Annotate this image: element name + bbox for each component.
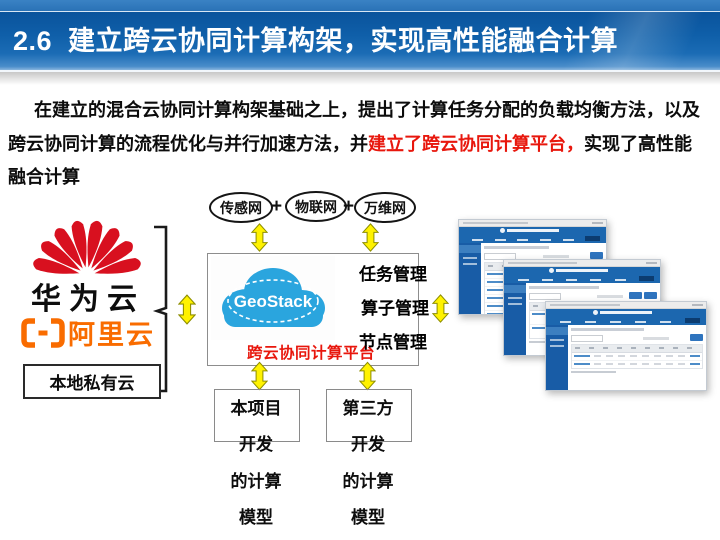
- header-top-strip: [0, 0, 720, 12]
- search-input: [571, 335, 603, 342]
- network-node-iot: 物联网: [285, 191, 347, 222]
- app-navbar: [459, 227, 606, 243]
- app-sidebar: [459, 243, 481, 314]
- model-line: 模型: [351, 508, 385, 528]
- alibaba-cloud-label: 阿里云: [68, 320, 155, 350]
- geostack-label: GeoStack: [234, 292, 313, 311]
- breadcrumb: [484, 246, 550, 249]
- filter-label: [597, 295, 623, 298]
- model-line: 开发: [239, 435, 273, 455]
- search-button: [690, 334, 703, 341]
- network-label: 传感网: [220, 199, 262, 216]
- paragraph-text: 在建立的混合云协同计算构架基础之上，提出了计算任务分配的负载均衡方法，以及跨云协…: [8, 100, 700, 154]
- double-arrow-icon: [251, 223, 268, 252]
- model-line: 第三方: [342, 399, 394, 418]
- network-node-web: 万维网: [354, 192, 416, 223]
- table-row: [572, 353, 702, 361]
- nav-menu: [518, 276, 654, 281]
- breadcrumb: [571, 328, 644, 331]
- alibaba-cloud-brand: 阿里云: [20, 313, 155, 352]
- window-controls-icon: [646, 262, 657, 264]
- platform-name-label: 跨云协同计算平台: [247, 345, 376, 362]
- search-toolbar: [571, 333, 703, 343]
- plus-sign: +: [271, 196, 283, 217]
- project-model-box: [214, 389, 300, 442]
- double-arrow-icon: [432, 294, 449, 323]
- search-input: [484, 253, 516, 260]
- model-line: 的计算: [230, 471, 282, 491]
- table-row: [572, 361, 702, 368]
- paragraph-highlight: 建立了跨云协同计算平台，: [368, 133, 584, 154]
- model-line: 本项目: [230, 399, 282, 418]
- local-private-cloud-box: 本地私有云: [23, 364, 161, 399]
- plus-sign: +: [343, 196, 355, 217]
- paragraph-text-end: 实现了高性能融合计算: [8, 133, 692, 188]
- network-label: 万维网: [364, 199, 406, 216]
- browser-chrome: [546, 302, 706, 309]
- reset-button: [629, 292, 642, 299]
- url-bar: [550, 304, 621, 306]
- app-body: [546, 325, 706, 390]
- page-title: 2.6 建立跨云协同计算构架，实现高性能融合计算: [13, 26, 619, 56]
- model-line: 的计算: [342, 471, 394, 491]
- double-arrow-icon: [251, 361, 268, 391]
- nav-menu: [472, 236, 601, 241]
- search-button: [644, 292, 657, 299]
- slide-header: 2.6 建立跨云协同计算构架，实现高性能融合计算: [0, 12, 720, 72]
- feature-task-management: 任务管理: [359, 265, 427, 284]
- url-bar: [463, 222, 528, 224]
- intro-paragraph: 在建立的混合云协同计算构架基础之上，提出了计算任务分配的负载均衡方法，以及跨云协…: [8, 94, 708, 195]
- thirdparty-model-text: 第三方 开发 的计算 模型: [326, 391, 410, 537]
- browser-chrome: [504, 260, 660, 267]
- group-bracket: [150, 225, 168, 393]
- double-arrow-icon: [359, 361, 376, 391]
- app-logo-icon: [499, 228, 559, 233]
- search-toolbar: [484, 251, 603, 261]
- huawei-logo-icon: [33, 220, 141, 274]
- breadcrumb: [529, 286, 600, 289]
- pagination: [571, 371, 616, 373]
- window-controls-icon: [692, 304, 703, 306]
- header-shadow: [0, 72, 720, 85]
- thirdparty-model-box: [326, 389, 412, 442]
- app-sidebar: [504, 283, 526, 355]
- data-table: [571, 344, 703, 369]
- search-input: [529, 293, 561, 300]
- double-arrow-icon: [362, 223, 379, 252]
- geostack-cloud-image: GeoStack: [211, 256, 335, 340]
- platform-box: GeoStack 跨云协同计算平台 任务管理 算子管理 节点管理: [207, 253, 429, 366]
- search-button: [590, 252, 603, 259]
- app-navbar: [546, 309, 706, 325]
- model-line: 开发: [351, 435, 385, 455]
- app-logo-icon: [593, 310, 652, 315]
- local-private-cloud-label: 本地私有云: [49, 374, 135, 393]
- cloud-icon: GeoStack: [222, 268, 325, 327]
- double-arrow-icon: [178, 294, 196, 325]
- project-model-text: 本项目 开发 的计算 模型: [214, 391, 298, 537]
- app-screenshot-window-3: [545, 301, 707, 391]
- network-node-sensor: 传感网: [209, 192, 273, 223]
- table-header: [572, 345, 702, 353]
- alibaba-logo-icon: [21, 317, 65, 348]
- model-line: 模型: [239, 508, 273, 528]
- filter-label: [643, 337, 669, 340]
- feature-node-management: 节点管理: [359, 333, 427, 352]
- app-logo-icon: [549, 268, 608, 273]
- filter-label: [543, 255, 569, 258]
- architecture-diagram: 传感网 + 物联网 + 万维网 华为云: [0, 185, 720, 540]
- app-sidebar: [546, 325, 568, 390]
- nav-menu: [560, 318, 700, 323]
- huawei-cloud-label: 华为云: [31, 283, 145, 316]
- url-bar: [508, 262, 577, 264]
- app-navbar: [504, 267, 660, 283]
- window-controls-icon: [592, 222, 603, 224]
- feature-operator-management: 算子管理: [361, 299, 429, 318]
- search-toolbar: [529, 291, 657, 301]
- network-label: 物联网: [295, 198, 337, 215]
- content-area: [568, 325, 706, 390]
- browser-chrome: [459, 220, 606, 227]
